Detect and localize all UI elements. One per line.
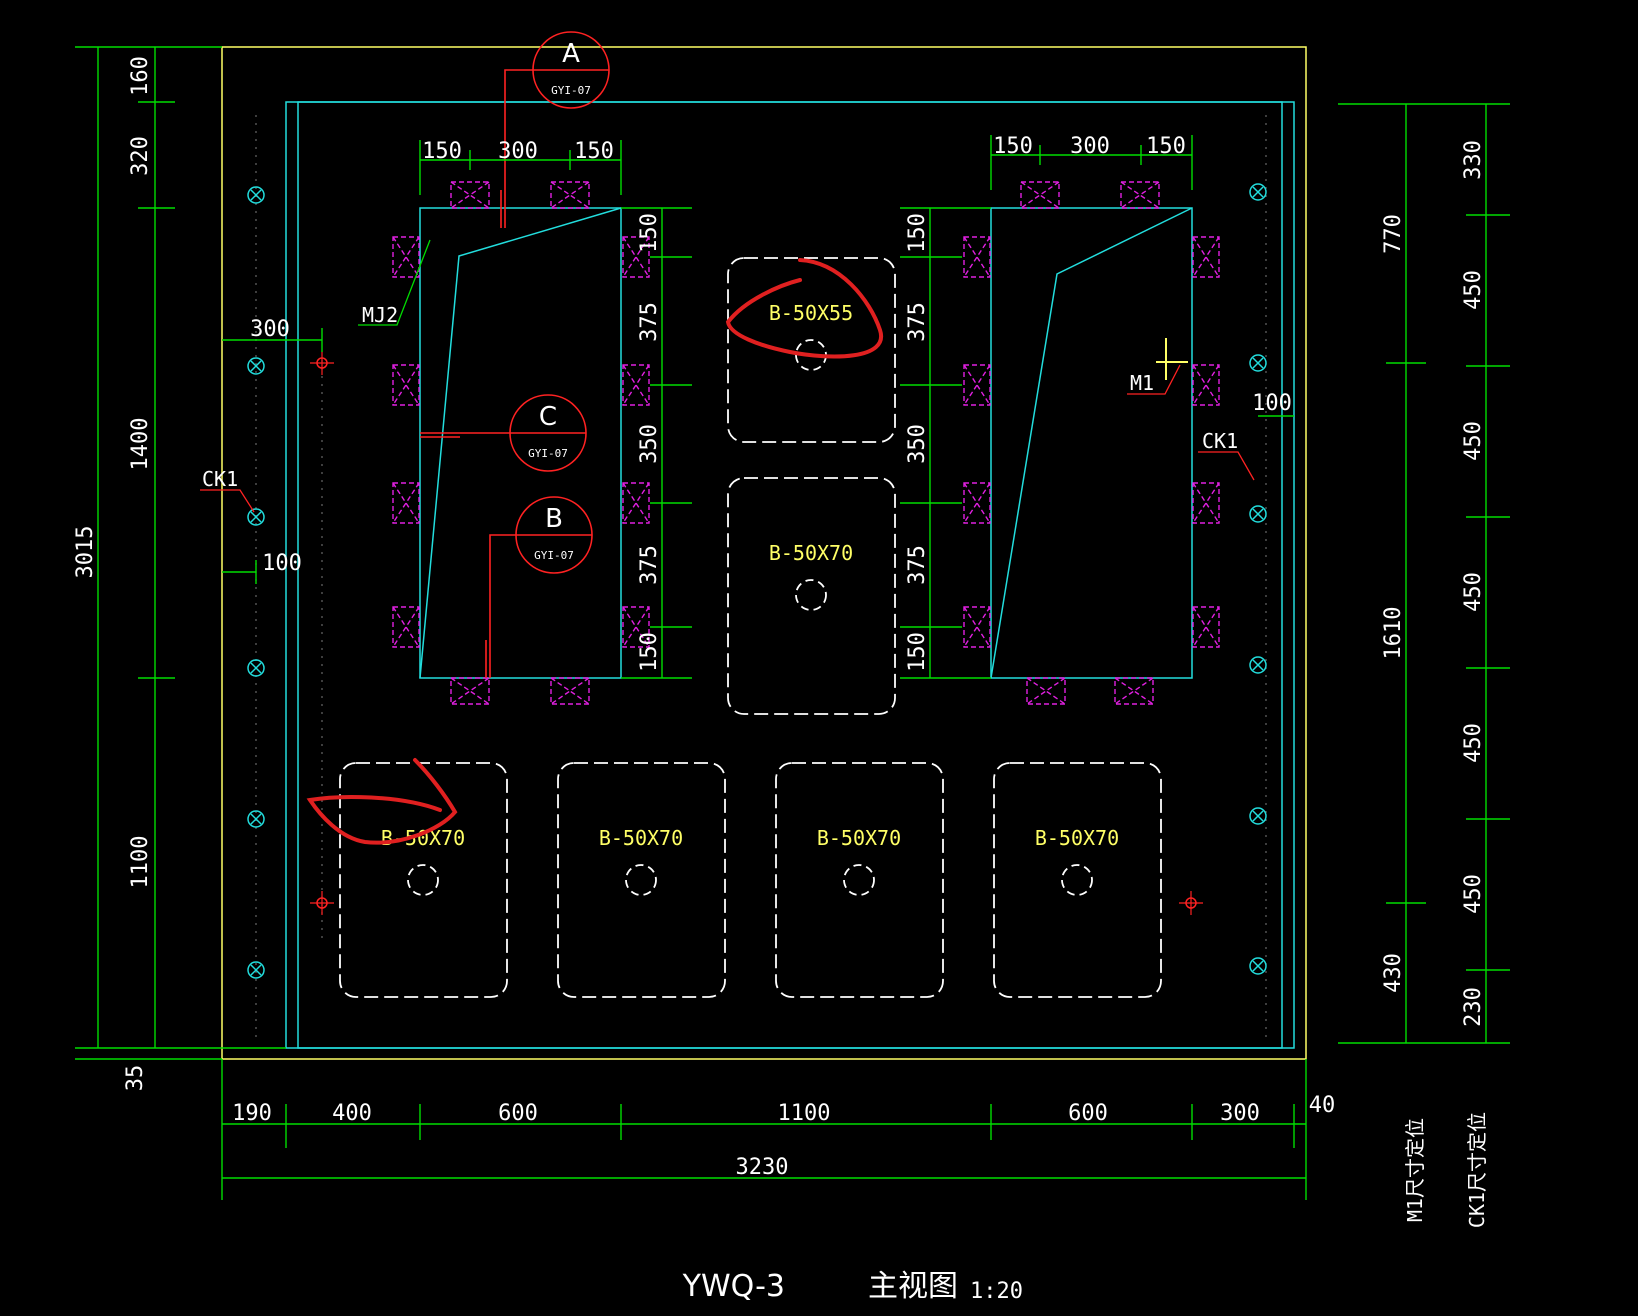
- scale-text: 1:20: [970, 1279, 1023, 1304]
- dim-text: 400: [332, 1101, 372, 1126]
- callout-sub: GYI-07: [528, 447, 568, 460]
- dim-text: 40: [1309, 1093, 1336, 1118]
- dim-text: 350: [637, 424, 662, 464]
- dim-text: 150: [422, 139, 462, 164]
- dim-text: 3230: [736, 1155, 789, 1180]
- callout-letter: C: [539, 402, 557, 432]
- dim-text: 150: [905, 213, 930, 253]
- dim-text: 230: [1461, 987, 1486, 1027]
- dim-text: 430: [1381, 953, 1406, 993]
- box-label: B-50X70: [817, 826, 901, 850]
- m1-text: M1: [1130, 371, 1154, 395]
- dim-100-right: 100: [1252, 391, 1294, 417]
- dim-text: 100: [1252, 391, 1292, 416]
- label-m1: M1: [1127, 338, 1188, 395]
- dim-320: 320: [128, 136, 153, 176]
- dim-text: 300: [498, 139, 538, 164]
- right-door-opening: [990, 207, 1193, 679]
- dim-text: 450: [1461, 723, 1486, 763]
- dim-text: 1100: [778, 1101, 831, 1126]
- lifting-points: [247, 183, 1267, 979]
- m1-note: M1尺寸定位: [1403, 1118, 1427, 1222]
- dim-text: 450: [1461, 572, 1486, 612]
- ck1-left-text: CK1: [202, 467, 238, 491]
- left-door-opening: [419, 207, 622, 679]
- dim-text: 150: [637, 213, 662, 253]
- highlight-mark-2: [306, 758, 458, 845]
- box-label: B-50X70: [599, 826, 683, 850]
- box-label: B-50X70: [769, 541, 853, 565]
- title-cn: 主视图: [868, 1269, 958, 1304]
- box-label: B-50X70: [1035, 826, 1119, 850]
- dim-text: 300: [1220, 1101, 1260, 1126]
- dim-text: 150: [637, 632, 662, 672]
- dim-text: 100: [262, 551, 302, 576]
- highlight-mark-1: [725, 258, 884, 359]
- mj2-text: MJ2: [362, 303, 398, 327]
- panel-outline: [221, 46, 1307, 1060]
- dim-1400: 1400: [128, 418, 153, 471]
- title-text: YWQ-3: [682, 1269, 785, 1304]
- callout-letter: B: [545, 504, 563, 534]
- dim-text: 600: [498, 1101, 538, 1126]
- callout-a: A GYI-07: [500, 31, 610, 228]
- callout-b: B GYI-07: [485, 496, 593, 678]
- top-dims-left: 150 300 150: [419, 139, 622, 195]
- callout-c: C GYI-07: [420, 394, 587, 472]
- label-mj2: MJ2: [358, 239, 431, 327]
- box-b2: B-50X70: [727, 477, 896, 715]
- dim-160: 160: [128, 56, 153, 96]
- right-dimensions: 330 450 450 450 450 450 230 770 1610 430…: [1338, 103, 1510, 1228]
- dim-text: 190: [232, 1101, 272, 1126]
- dim-text: 150: [574, 139, 614, 164]
- mid-dims-left: 150 375 350 375 150: [621, 207, 692, 679]
- box-label: B-50X70: [381, 826, 465, 850]
- right-embeds: [963, 181, 1220, 705]
- dim-text: 375: [637, 545, 662, 585]
- ck1-note: CK1尺寸定位: [1465, 1112, 1489, 1228]
- box-b3: B-50X70: [339, 762, 508, 998]
- dim-text: 150: [905, 632, 930, 672]
- box-b6: B-50X70: [993, 762, 1162, 998]
- ck1-right-text: CK1: [1202, 429, 1238, 453]
- left-dimensions: 160 320 1400 1100 3015 35: [73, 46, 286, 1200]
- dim-text: 350: [905, 424, 930, 464]
- left-embeds: [392, 181, 650, 705]
- dim-text: 150: [1146, 134, 1186, 159]
- dim-text: 450: [1461, 270, 1486, 310]
- dim-text: 450: [1461, 421, 1486, 461]
- dim-1100: 1100: [128, 836, 153, 889]
- mid-dims-right: 150 375 350 375 150: [900, 207, 991, 679]
- bottom-dimensions: 190 400 600 1100 600 300 40 3230: [222, 1059, 1335, 1200]
- box-b1: B-50X55: [727, 257, 896, 443]
- dim-3015: 3015: [73, 526, 98, 579]
- box-label: B-50X55: [769, 301, 853, 325]
- dim-35: 35: [123, 1065, 148, 1092]
- box-b5: B-50X70: [775, 762, 944, 998]
- top-dims-right: 150 300 150: [990, 134, 1193, 190]
- dim-300-left: 300: [222, 317, 323, 352]
- dim-text: 150: [993, 134, 1033, 159]
- dim-text: 375: [905, 302, 930, 342]
- box-b4: B-50X70: [557, 762, 726, 998]
- drawing-title: YWQ-3 主视图 1:20: [682, 1269, 1023, 1304]
- panel-inner-outline: [285, 101, 1295, 1049]
- dim-text: 770: [1381, 214, 1406, 254]
- callout-sub: GYI-07: [551, 84, 591, 97]
- dim-text: 300: [250, 317, 290, 342]
- callout-letter: A: [562, 39, 580, 69]
- dim-text: 1610: [1381, 607, 1406, 660]
- dim-text: 450: [1461, 874, 1486, 914]
- label-ck1-right: CK1: [1198, 429, 1255, 481]
- dim-text: 330: [1461, 140, 1486, 180]
- label-ck1-left: CK1: [200, 467, 255, 513]
- callout-sub: GYI-07: [534, 549, 574, 562]
- dim-text: 375: [637, 302, 662, 342]
- dim-100-left: 100: [222, 551, 302, 584]
- dim-text: 375: [905, 545, 930, 585]
- dim-text: 600: [1068, 1101, 1108, 1126]
- dim-text: 300: [1070, 134, 1110, 159]
